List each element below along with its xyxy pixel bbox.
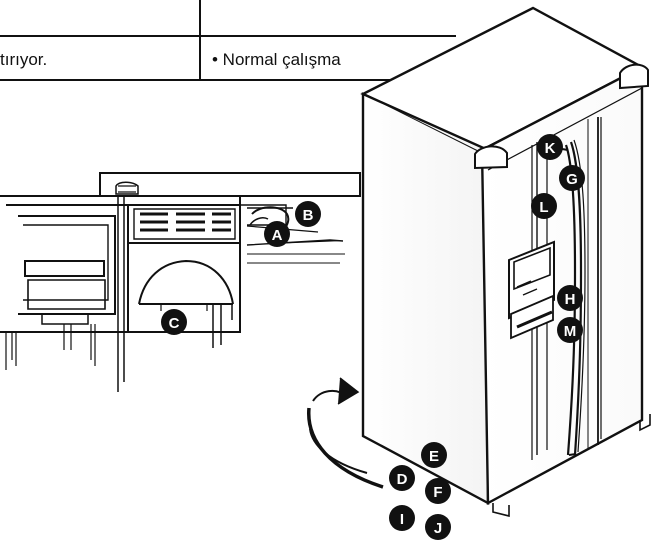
svg-text:G: G xyxy=(566,171,578,188)
marker-j: J xyxy=(425,514,451,540)
table-cell-right: • Normal çalışma xyxy=(212,50,341,69)
marker-b: B xyxy=(295,201,321,227)
table-row-bottom xyxy=(0,37,456,81)
svg-text:L: L xyxy=(539,199,548,216)
marker-i: I xyxy=(389,505,415,531)
svg-text:K: K xyxy=(545,140,556,157)
marker-a: A xyxy=(264,221,290,247)
table-cell-left: tırıyor. xyxy=(0,50,48,69)
marker-h: H xyxy=(557,285,583,311)
table-row-top xyxy=(0,0,456,37)
marker-f: F xyxy=(425,478,451,504)
freezer-detail-drawing xyxy=(0,172,361,392)
svg-text:J: J xyxy=(434,520,442,537)
marker-m: M xyxy=(557,317,583,343)
fridge-body-drawing xyxy=(307,6,651,518)
marker-l: L xyxy=(531,193,557,219)
svg-text:B: B xyxy=(303,207,314,224)
svg-text:M: M xyxy=(564,323,577,340)
marker-c: C xyxy=(161,309,187,335)
svg-text:F: F xyxy=(433,484,442,501)
svg-text:C: C xyxy=(169,315,180,332)
marker-k: K xyxy=(537,134,563,160)
marker-e: E xyxy=(421,442,447,468)
svg-text:A: A xyxy=(272,227,283,244)
svg-text:E: E xyxy=(429,448,439,465)
marker-d: D xyxy=(389,465,415,491)
table-divider xyxy=(199,0,201,81)
svg-text:H: H xyxy=(565,291,576,308)
svg-text:D: D xyxy=(397,471,408,488)
svg-text:I: I xyxy=(400,511,404,528)
marker-g: G xyxy=(559,165,585,191)
